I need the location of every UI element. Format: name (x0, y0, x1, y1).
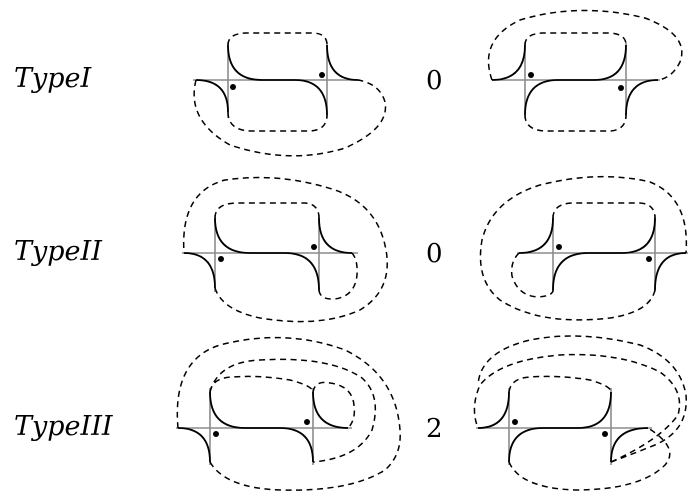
curve-strand (227, 44, 328, 116)
crossing-dot (319, 72, 325, 78)
crossing-dot (602, 431, 608, 437)
dashed-arc (209, 358, 377, 463)
crossing-dot (618, 85, 624, 91)
diagram-type-ii-left (182, 176, 388, 323)
axis-line (176, 388, 352, 465)
dashed-arc (477, 335, 687, 463)
diagram-type-iii-left (176, 336, 401, 491)
dashed-arc (508, 427, 671, 491)
curve-strand (177, 427, 211, 463)
dashed-arc (182, 176, 388, 323)
curve-strand (209, 391, 314, 463)
dashed-arc (227, 32, 328, 46)
dashed-arc (552, 202, 656, 219)
curve-strand (518, 217, 554, 254)
axis-line (476, 388, 652, 465)
diagram-type-i-left (193, 32, 387, 157)
row-value-type-ii: 0 (426, 239, 443, 269)
crossing-dot (556, 244, 562, 250)
crossing-dot (304, 419, 310, 425)
curve-strand (326, 44, 359, 81)
diagram-type-i-right (487, 9, 683, 132)
crossing-dot (213, 431, 219, 437)
row-label-type-i: TypeI (14, 63, 92, 94)
curve-strand (524, 44, 627, 116)
dashed-arc (193, 79, 387, 157)
crossing-dot (646, 256, 652, 262)
curve-strand (195, 79, 229, 113)
dashed-arc (524, 114, 627, 132)
curve-strand (477, 391, 510, 429)
dashed-arc (209, 375, 314, 393)
row-value-type-i: 0 (426, 66, 443, 96)
row-label-type-iii: TypeIII (14, 411, 113, 442)
dashed-arc (479, 175, 688, 321)
dashed-arc (312, 381, 356, 429)
dashed-arc (227, 111, 328, 132)
curve-strand (491, 44, 526, 81)
crossing-dot (218, 256, 224, 262)
crossing-dot (512, 419, 518, 425)
curve-strand (610, 427, 649, 463)
crossing-dot (311, 244, 317, 250)
dashed-arc (510, 252, 554, 298)
dashed-arc (176, 336, 401, 491)
dashed-arc (214, 202, 320, 219)
row-label-type-ii: TypeII (14, 236, 102, 267)
dashed-arc (508, 375, 612, 393)
curve-strand (183, 252, 216, 289)
diagram-type-ii-right (479, 175, 688, 321)
row-value-type-iii: 2 (426, 414, 443, 444)
diagram-type-iii-right (473, 335, 687, 491)
dashed-arc (524, 32, 627, 46)
crossing-dot (230, 84, 236, 90)
crossing-dot (528, 72, 534, 78)
dashed-arc (487, 9, 683, 81)
dashed-arc (318, 252, 358, 300)
curve-strand (508, 391, 612, 463)
curve-strand (625, 79, 659, 116)
curve-strand (214, 217, 320, 291)
curve-strand (552, 217, 656, 291)
curve-strand (312, 391, 349, 429)
curve-strand (654, 252, 687, 291)
dashed-arc (473, 353, 681, 463)
curve-strand (318, 217, 353, 254)
